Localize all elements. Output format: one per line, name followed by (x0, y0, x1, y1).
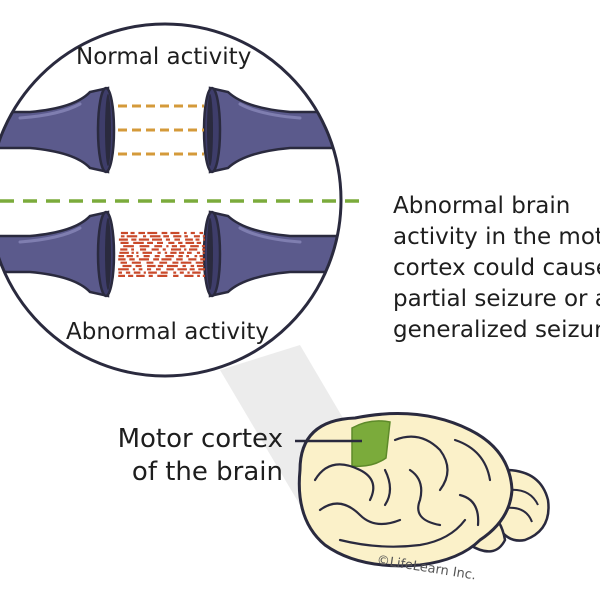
abnormal-postsynaptic-neuron (202, 210, 341, 298)
normal-presynaptic-neuron (0, 86, 116, 174)
side-caption: Abnormal brain activity in the mot corte… (393, 191, 600, 346)
normal-postsynaptic-neuron (202, 86, 341, 174)
abnormal-presynaptic-neuron (0, 210, 116, 298)
abnormal-activity-label: Abnormal activity (66, 319, 270, 345)
motor-cortex-label-line: Motor cortex (117, 424, 283, 454)
normal-signal (118, 104, 204, 156)
brain-illustration (297, 412, 550, 568)
abnormal-signal (118, 231, 205, 277)
normal-activity-label: Normal activity (76, 44, 252, 70)
motor-cortex-label: Motor cortex of the brain (118, 423, 283, 489)
side-caption-line: Abnormal brain (393, 193, 571, 219)
side-caption-line: cortex could cause (393, 255, 600, 281)
magnifier-outline (0, 22, 343, 378)
side-caption-line: partial seizure or a (393, 286, 600, 312)
side-caption-line: activity in the mot (393, 224, 600, 250)
motor-cortex-region (351, 420, 391, 468)
side-caption-line: generalized seizur (393, 317, 600, 343)
motor-cortex-label-line: of the brain (131, 457, 283, 487)
